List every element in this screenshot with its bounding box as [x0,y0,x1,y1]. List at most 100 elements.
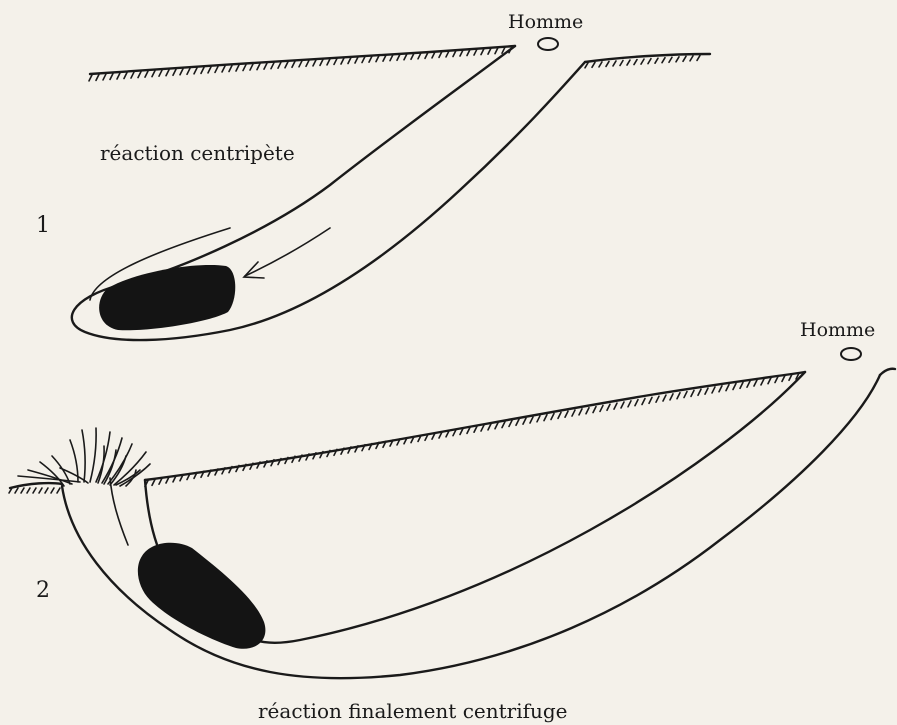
hatch-mark [236,65,239,71]
panel-1: Homme réaction centripète 1 [36,11,710,340]
hatch-mark [768,378,771,384]
grass-blade [82,430,85,482]
hatch-mark [348,58,351,64]
hatch-mark [655,58,658,63]
hatch-mark [537,416,540,422]
hatch-mark [152,479,155,485]
hatch-mark [697,55,700,60]
hatch-mark [565,411,568,417]
man-marker-1 [538,38,558,50]
hatch-mark [683,56,686,61]
hatch-mark [690,56,693,61]
hatch-mark [222,66,225,72]
burrow-tunnel-2-outer [62,375,880,678]
hatch-mark [585,63,588,68]
hatch-mark [243,65,246,71]
hatch-mark [572,410,575,416]
hatch-mark [124,73,127,79]
centripetal-arrow [245,228,330,276]
hatch-mark [208,67,211,73]
hatch-mark [649,397,652,403]
hatch-mark [481,425,484,431]
hatch-mark [117,73,120,79]
hatch-mark [614,403,617,409]
hatch-mark [600,405,603,411]
grass-blade [18,476,80,482]
hatch-mark [334,58,337,64]
hatch-mark [502,422,505,428]
man-label-2: Homme [800,319,875,341]
hatch-mark [488,424,491,430]
ground-line-left-1 [90,46,515,74]
hatch-mark [376,56,379,62]
hatch-mark [103,74,106,80]
hatch-mark [502,47,505,53]
hatch-mark [669,57,672,62]
ground-hatching-left-1 [89,47,512,81]
ground-hatching-far-left-2 [9,488,60,493]
hatch-mark [509,420,512,426]
hatch-mark [621,402,624,408]
hatch-mark [747,381,750,387]
hatch-mark [677,393,680,399]
reaction-caption-1: réaction centripète [100,141,295,165]
hatch-mark [733,383,736,389]
hatch-mark [676,57,679,62]
hatch-mark [187,68,190,74]
hatch-mark [635,400,638,406]
panel-2: Homme 2 réaction finalement centrifuge [9,319,895,723]
hatch-mark [754,380,757,386]
hatch-mark [229,65,232,71]
hatch-mark [327,59,330,65]
hatch-mark [599,62,602,67]
hatch-mark [257,64,260,70]
hatch-mark [292,61,295,67]
animal-body-2 [138,543,266,649]
hatch-mark [15,488,18,493]
hatch-mark [89,75,92,81]
hatch-mark [613,61,616,66]
hatch-mark [96,74,99,80]
hatch-mark [691,390,694,396]
hatch-mark [355,57,358,63]
hatch-mark [110,73,113,79]
hatch-mark [592,62,595,67]
hatch-mark [620,60,623,65]
hatch-mark [194,68,197,74]
hatch-mark [21,488,24,493]
hatch-mark [761,379,764,385]
hatch-mark [33,488,36,493]
hatch-mark [250,64,253,70]
hatch-mark [712,387,715,393]
hatch-mark [152,71,155,77]
hatch-mark [145,71,148,77]
hatch-mark [341,58,344,64]
hatch-mark [634,60,637,65]
hatch-mark [285,62,288,68]
man-marker-2 [841,348,861,360]
hatch-mark [579,409,582,415]
hatch-mark [516,419,519,425]
hatch-mark [627,60,630,65]
hatch-mark [39,488,42,493]
grass-tuft [18,428,150,486]
hatch-mark [201,67,204,73]
hatch-mark [607,404,610,410]
man-label-1: Homme [508,11,583,33]
grass-blade [102,438,122,483]
hatch-mark [740,382,743,388]
hatch-mark [663,395,666,401]
hatch-mark [642,399,645,405]
hatch-mark [313,60,316,66]
hatch-mark [662,58,665,63]
hatch-mark [27,488,30,493]
ground-line-right-2 [880,369,895,375]
hatch-mark [648,59,651,64]
hatch-mark [719,386,722,392]
hatch-mark [45,488,48,493]
hatch-mark [215,66,218,72]
grass-blade [90,428,96,482]
hatch-mark [278,62,281,68]
hatch-mark [306,60,309,66]
grass-blade [98,446,104,483]
